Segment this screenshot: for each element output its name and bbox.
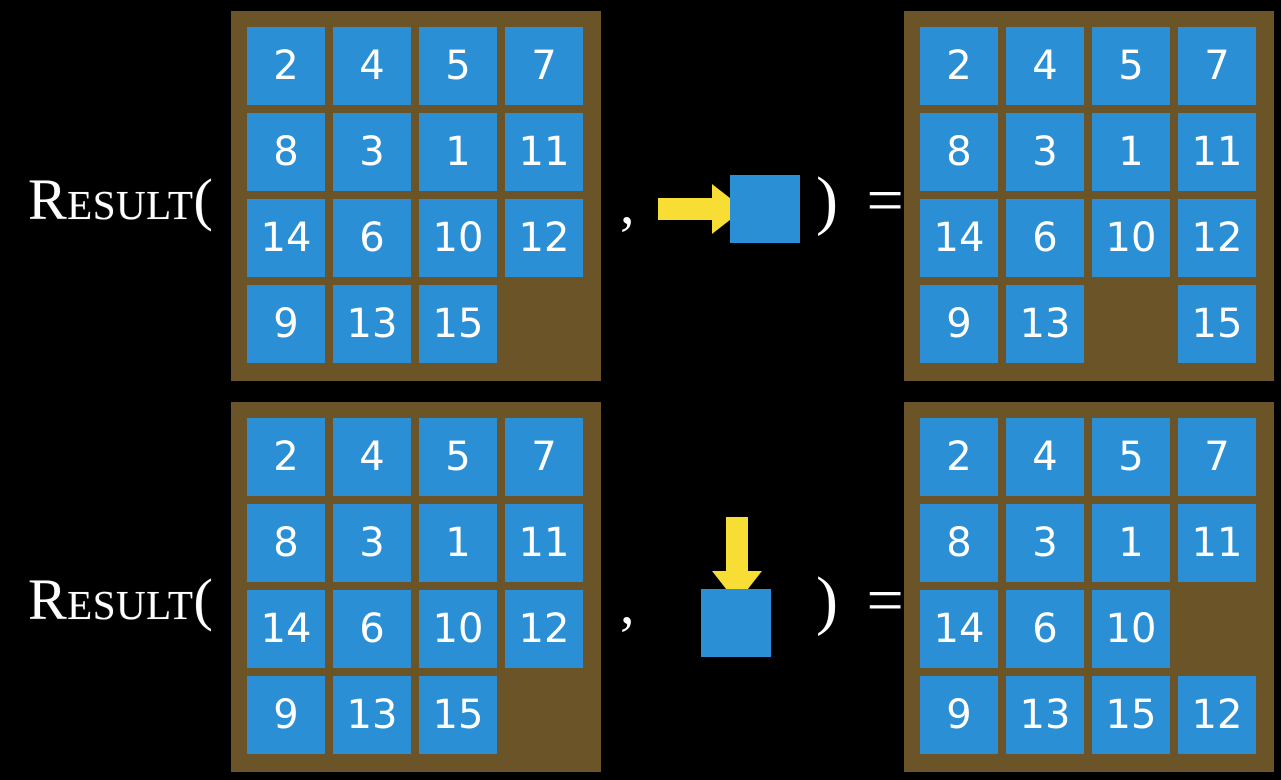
result-function-label-row2: Result( — [28, 567, 214, 632]
blank-tile — [1092, 285, 1170, 363]
tile[interactable]: 12 — [1178, 199, 1256, 277]
tile[interactable]: 4 — [1006, 418, 1084, 496]
tile[interactable]: 14 — [920, 590, 998, 668]
tile[interactable]: 2 — [247, 418, 325, 496]
board-grid: 2 4 5 7 8 3 1 11 14 6 10 9 13 15 12 — [920, 418, 1258, 756]
tile[interactable]: 14 — [247, 199, 325, 277]
tile[interactable]: 15 — [419, 676, 497, 754]
separator-comma-row1: , — [620, 171, 635, 236]
tile[interactable]: 8 — [247, 504, 325, 582]
tile[interactable]: 1 — [419, 113, 497, 191]
operand-tile-square-row1[interactable] — [730, 175, 800, 243]
separator-comma-row2: , — [620, 571, 635, 636]
tile[interactable]: 9 — [920, 285, 998, 363]
close-paren-equals-row2: ) = — [816, 564, 910, 637]
operand-tile-square-row2[interactable] — [701, 589, 771, 657]
tile[interactable]: 10 — [1092, 590, 1170, 668]
tile[interactable]: 11 — [1178, 113, 1256, 191]
result-function-label-row1: Result( — [28, 167, 214, 232]
tile[interactable]: 14 — [247, 590, 325, 668]
board-grid: 2 4 5 7 8 3 1 11 14 6 10 12 9 13 15 — [920, 27, 1258, 365]
tile[interactable]: 7 — [505, 27, 583, 105]
tile[interactable]: 14 — [920, 199, 998, 277]
output-board-row1: 2 4 5 7 8 3 1 11 14 6 10 12 9 13 15 — [904, 11, 1274, 381]
tile[interactable]: 2 — [920, 418, 998, 496]
tile[interactable]: 2 — [920, 27, 998, 105]
tile[interactable]: 13 — [1006, 285, 1084, 363]
tile[interactable]: 3 — [333, 504, 411, 582]
tile[interactable]: 12 — [505, 199, 583, 277]
tile[interactable]: 3 — [1006, 504, 1084, 582]
tile[interactable]: 5 — [1092, 418, 1170, 496]
tile[interactable]: 5 — [1092, 27, 1170, 105]
tile[interactable]: 8 — [920, 504, 998, 582]
tile[interactable]: 7 — [1178, 418, 1256, 496]
tile[interactable]: 10 — [419, 590, 497, 668]
tile[interactable]: 7 — [505, 418, 583, 496]
tile[interactable]: 9 — [247, 285, 325, 363]
board-grid: 2 4 5 7 8 3 1 11 14 6 10 12 9 13 15 — [247, 418, 585, 756]
blank-tile — [1178, 590, 1256, 668]
tile[interactable]: 1 — [419, 504, 497, 582]
tile[interactable]: 1 — [1092, 504, 1170, 582]
tile[interactable]: 15 — [1092, 676, 1170, 754]
tile[interactable]: 13 — [1006, 676, 1084, 754]
input-board-row1: 2 4 5 7 8 3 1 11 14 6 10 12 9 13 15 — [231, 11, 601, 381]
input-board-row2: 2 4 5 7 8 3 1 11 14 6 10 12 9 13 15 — [231, 402, 601, 772]
tile[interactable]: 8 — [920, 113, 998, 191]
tile[interactable]: 12 — [505, 590, 583, 668]
tile[interactable]: 11 — [505, 504, 583, 582]
output-board-row2: 2 4 5 7 8 3 1 11 14 6 10 9 13 15 12 — [904, 402, 1274, 772]
equation-row-move-down: Result( 2 4 5 7 8 3 1 11 14 6 10 12 9 13… — [0, 390, 1281, 780]
tile[interactable]: 13 — [333, 676, 411, 754]
tile[interactable]: 4 — [1006, 27, 1084, 105]
tile[interactable]: 6 — [333, 199, 411, 277]
tile[interactable]: 5 — [419, 27, 497, 105]
tile[interactable]: 4 — [333, 27, 411, 105]
tile[interactable]: 3 — [333, 113, 411, 191]
tile[interactable]: 11 — [1178, 504, 1256, 582]
tile[interactable]: 15 — [1178, 285, 1256, 363]
tile[interactable]: 6 — [1006, 590, 1084, 668]
tile[interactable]: 9 — [920, 676, 998, 754]
tile[interactable]: 6 — [333, 590, 411, 668]
blank-tile — [505, 676, 583, 754]
tile[interactable]: 8 — [247, 113, 325, 191]
tile[interactable]: 10 — [419, 199, 497, 277]
close-paren-equals-row1: ) = — [816, 164, 910, 237]
tile[interactable]: 9 — [247, 676, 325, 754]
tile[interactable]: 3 — [1006, 113, 1084, 191]
tile[interactable]: 13 — [333, 285, 411, 363]
tile[interactable]: 15 — [419, 285, 497, 363]
tile[interactable]: 12 — [1178, 676, 1256, 754]
tile[interactable]: 7 — [1178, 27, 1256, 105]
tile[interactable]: 5 — [419, 418, 497, 496]
blank-tile — [505, 285, 583, 363]
tile[interactable]: 10 — [1092, 199, 1170, 277]
board-grid: 2 4 5 7 8 3 1 11 14 6 10 12 9 13 15 — [247, 27, 585, 365]
tile[interactable]: 1 — [1092, 113, 1170, 191]
tile[interactable]: 4 — [333, 418, 411, 496]
tile[interactable]: 2 — [247, 27, 325, 105]
tile[interactable]: 6 — [1006, 199, 1084, 277]
tile[interactable]: 11 — [505, 113, 583, 191]
equation-row-move-right: Result( 2 4 5 7 8 3 1 11 14 6 10 12 9 13… — [28, 11, 1274, 381]
